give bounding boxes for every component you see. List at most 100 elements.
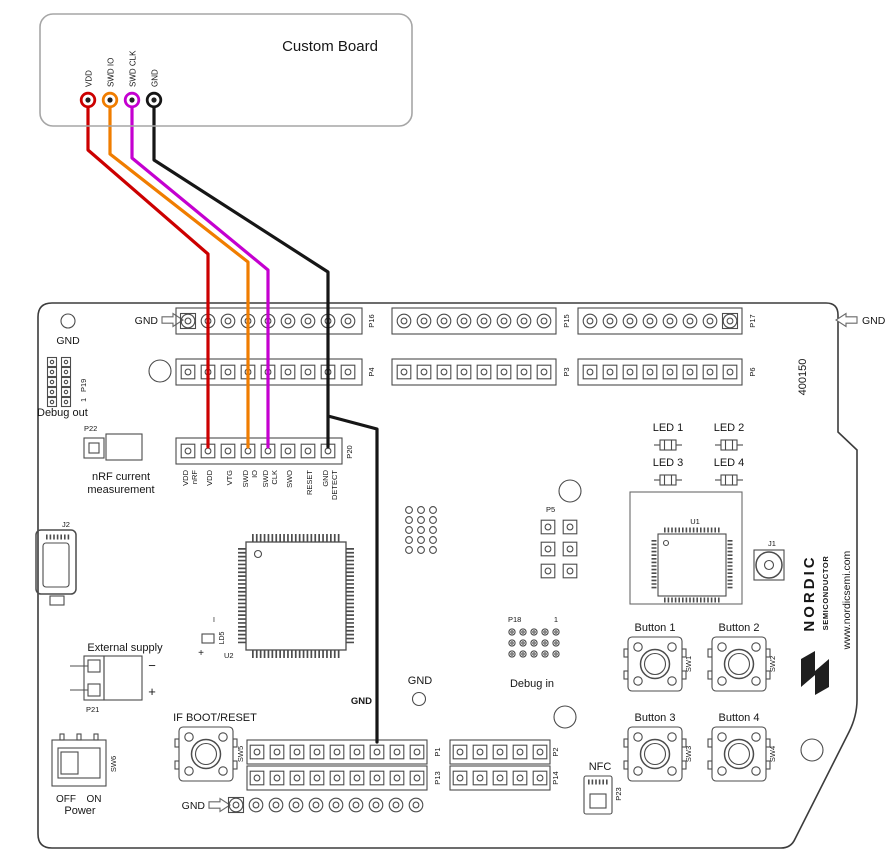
mounting-hole [60,313,76,329]
header-label-p14: P14 [551,771,560,784]
custom-pin-vdd [79,91,97,109]
wire-gnd [152,98,379,744]
header-label-p1: P1 [433,747,442,756]
ref-sw2: SW2 [768,656,777,672]
debug-out-header: 1 P19 Debug out [37,356,88,419]
custom-pin-label-swdio: SWD IO [107,58,116,87]
wire-swdio [108,98,250,449]
branding: NORDIC SEMICONDUCTOR www.nordicsemi.com [801,550,853,695]
header-label-p20: P20 [345,445,354,458]
mounting-hole [553,705,577,729]
ref-u1: U1 [690,517,700,526]
mcu-chip: U2 [224,534,354,660]
header-label-p13: P13 [433,771,442,784]
nfc-label: NFC [589,761,612,773]
ref-sw6: SW6 [109,756,118,772]
reset-button: IF BOOT/RESET SW5 [173,712,257,782]
header-row-bottom-outer: P13 P14 [246,765,560,791]
gnd-label-top-right: GND [862,315,886,327]
ref-sw3: SW3 [684,746,693,762]
header-label-p18: P18 [508,615,521,624]
ref-u2: U2 [224,651,234,660]
custom-board-title: Custom Board [282,38,378,55]
gnd-label-top-arrow: GND [135,315,159,327]
custom-pin-gnd [145,91,163,109]
nordic-logo-icon [801,651,829,695]
header-label-p2: P2 [551,747,560,756]
led-indicators: LED 1 LED 2 LED 3 LED 4 [653,422,745,486]
wires: GND [86,98,379,744]
custom-pin-swdclk [123,91,141,109]
ref-sw1: SW1 [684,656,693,672]
gnd-pin-marker [227,796,245,814]
dev-board: GND GND GND P16 P15 P17 P4 [35,302,886,849]
ref-sw4: SW4 [768,746,777,762]
led4-label: LED 4 [714,457,745,469]
gnd-pin-marker [721,312,739,330]
power-off-label: OFF [56,794,76,805]
custom-pin-swdio [101,91,119,109]
ref-ld5: LD5 [219,631,226,644]
debug-in-label: Debug in [510,678,554,690]
gnd-pad: GND [408,675,433,707]
p20-pin-label: VDD [181,469,190,485]
button3 [623,726,687,782]
wire-vdd [86,98,210,449]
reset-button-label: IF BOOT/RESET [173,712,257,724]
p20-pin-label: nRF [190,470,199,485]
button1 [623,636,687,692]
mounting-hole [148,359,172,383]
gnd-label-top-left: GND [56,335,80,347]
custom-pin-label-vdd: VDD [85,70,94,87]
custom-pin-label-swdclk: SWD CLK [129,50,138,87]
gnd-label-center: GND [408,675,433,687]
p20-pin-label: IO [250,470,259,478]
p20-pin-label: VTG [225,470,234,486]
header-label-p21: P21 [86,705,99,714]
current-measurement-label-1: nRF current [92,471,150,483]
p20-pin-label: SWD [241,469,250,487]
p20-pin-label: RESET [305,470,314,495]
p20-pin-label: CLK [270,470,279,485]
gnd-pin-marker [179,312,197,330]
debug-in-header: P18 1 Debug in [508,615,560,690]
button2-label: Button 2 [719,622,760,634]
header-label-p16: P16 [367,314,376,327]
bottom-gnd-row: GND [182,796,424,814]
brand-url: www.nordicsemi.com [841,550,853,650]
p20-header: P20 VDD nRF VDD VTG SWD IO SWD CLK SWO R… [175,437,354,500]
radio-chip: U1 [629,491,743,605]
header-label-p3: P3 [562,367,571,376]
led3-label: LED 3 [653,457,684,469]
custom-pin-label-gnd: GND [151,69,160,87]
header-label-j2: J2 [62,520,70,529]
ref-sw5: SW5 [236,746,245,762]
gnd-wire-label: GND [351,696,372,707]
button2 [707,636,771,692]
supply-minus: − [148,658,156,673]
gnd-label-bottom: GND [182,800,206,812]
external-supply-label: External supply [87,642,163,654]
brand-subname: SEMICONDUCTOR [821,556,830,631]
p20-pin-label: VDD [205,469,214,485]
custom-board: Custom Board VDD SWD IO SWD CLK GND [39,13,413,127]
current-measurement-jumper: P22 nRF current measurement [83,424,155,496]
custom-board-outline [39,13,413,127]
ld5-plus: + [198,648,204,659]
board-outline [37,302,858,849]
header-label-p5: P5 [546,505,555,514]
led1-label: LED 1 [653,422,684,434]
antenna-connector: J1 [753,539,785,581]
header-row-bottom-inner: P1 P2 [246,739,560,765]
brand-name: NORDIC [801,554,818,631]
header-label-p4: P4 [367,367,376,376]
pin1-marker: 1 [79,398,88,402]
ld5-pin1: I [213,617,215,624]
button3-label: Button 3 [635,712,676,724]
p20-pin-label: DETECT [330,470,339,500]
board-part-number: 400150 [797,359,809,396]
power-on-label: ON [87,794,102,805]
user-buttons: Button 1 Button 2 SW1 SW2 Button 3 Butto… [623,622,777,782]
header-label-p15: P15 [562,314,571,327]
